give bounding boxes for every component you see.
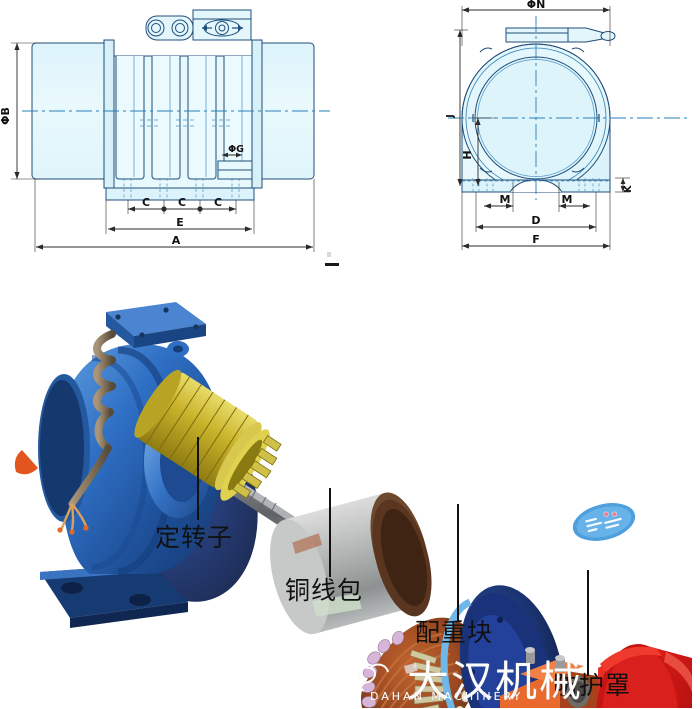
scan-artifact-dot [327, 252, 331, 257]
dim-label-C3: C [214, 196, 222, 209]
dim-label-F: F [532, 233, 540, 246]
dim-label-M2: M [562, 193, 573, 206]
callout-label-coil: 铜线包 [285, 576, 364, 605]
end-elevation-drawing: ΦN J H K M M D F [440, 0, 700, 272]
technical-drawings-section: ΦB ΦG C C C E A [0, 0, 700, 272]
part-coil-pack [270, 492, 478, 708]
dim-label-A: A [172, 234, 181, 247]
dim-label-B: ΦB [0, 107, 12, 125]
rotor-end-cage [220, 429, 282, 501]
dim-label-D: D [531, 214, 540, 227]
dim-label-H: H [461, 150, 474, 159]
dim-label-C1: C [142, 196, 150, 209]
dim-label-E: E [176, 216, 184, 229]
dim-label-J: J [445, 114, 456, 119]
callout-label-rotor: 定转子 [155, 523, 234, 552]
cover-badge-icon [570, 500, 638, 544]
callout-label-cover: 防护罩 [553, 671, 632, 700]
dim-label-G: ΦG [228, 144, 244, 155]
part-cover [570, 500, 692, 708]
dim-label-N: ΦN [527, 0, 546, 11]
part-weight-block [500, 647, 610, 708]
exploded-view-photo [0, 272, 700, 708]
dim-label-C2: C [178, 196, 186, 209]
scan-artifact-dash [325, 263, 339, 266]
callout-leaders [197, 437, 589, 676]
dim-label-M1: M [500, 193, 511, 206]
callout-label-weight: 配重块 [415, 618, 494, 647]
side-elevation-drawing: ΦB ΦG C C C E A [0, 0, 350, 272]
part-cable [92, 330, 116, 452]
dim-label-K: K [623, 185, 634, 193]
